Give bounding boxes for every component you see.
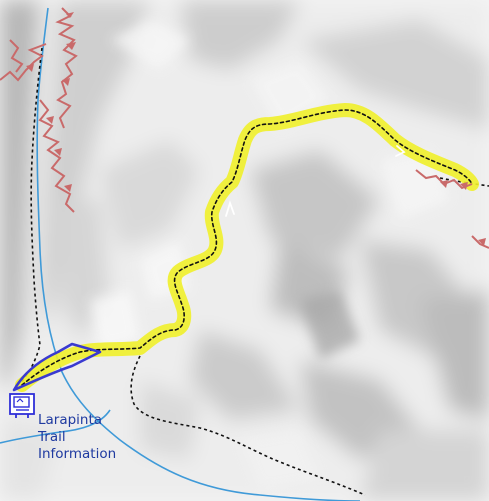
trail-south bbox=[130, 355, 366, 496]
poi-label-line-2: Trail bbox=[38, 429, 66, 445]
trail-west bbox=[19, 47, 43, 385]
start-marker-icon[interactable] bbox=[12, 342, 102, 392]
cliff-ticks bbox=[26, 12, 486, 246]
route-direction-arrows bbox=[225, 145, 406, 217]
highlighted-route bbox=[15, 103, 479, 392]
stream-main bbox=[36, 7, 361, 501]
stream-branch bbox=[0, 409, 111, 444]
cliff-far-east bbox=[471, 235, 489, 249]
cliff-short bbox=[9, 39, 24, 73]
arrow-right-icon bbox=[395, 145, 406, 157]
hillshade-ridges bbox=[90, 20, 450, 490]
dashed-trails bbox=[19, 47, 489, 496]
route-dashed-line bbox=[21, 109, 473, 386]
stream-lines bbox=[0, 7, 361, 501]
poi-label[interactable]: Larapinta Trail Information bbox=[38, 412, 116, 463]
poi-label-line-3: Information bbox=[38, 446, 117, 462]
information-board-icon[interactable] bbox=[9, 393, 35, 418]
cliff-west-north bbox=[55, 7, 78, 129]
poi-label-line-1: Larapinta bbox=[38, 412, 103, 428]
cliff-west-south bbox=[38, 99, 75, 213]
arrow-up-icon bbox=[225, 200, 235, 217]
